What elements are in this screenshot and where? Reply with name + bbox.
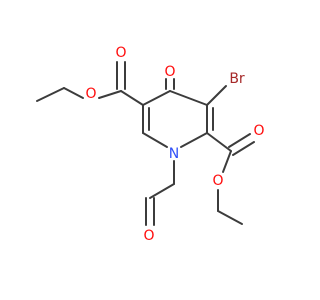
bond-ester1-ethyl <box>36 87 65 102</box>
bond-n1-c6 <box>142 132 168 148</box>
atom-o-ester2-ether: O <box>212 173 223 189</box>
bond-c4-c3 <box>169 90 208 106</box>
bond-ester1-o-ether <box>98 90 122 99</box>
atom-o-ester2-carbonyl: O <box>253 123 264 139</box>
atom-labels: O Br N O O O O O <box>85 45 264 244</box>
bond-ester2-o-double-b <box>232 141 255 156</box>
atom-o-ketone: O <box>164 64 175 80</box>
atom-o-ester1-carbonyl: O <box>115 45 126 61</box>
molecule-structure: O Br N O O O O O <box>36 45 265 244</box>
bond-lines <box>36 61 255 226</box>
bond-ester2-o-ether <box>222 150 232 173</box>
bond-ester2-ethyl <box>217 210 243 225</box>
atom-o-aldehyde: O <box>143 228 154 244</box>
bond-c5-ester1 <box>120 90 144 106</box>
bond-ester1-o-ch2 <box>63 87 84 99</box>
bond-c5-c4 <box>142 90 171 106</box>
atom-br: Br <box>229 71 245 87</box>
bond-c2-n1 <box>180 132 208 148</box>
bond-ester2-o-double-a <box>228 133 251 148</box>
atom-n-ring: N <box>169 146 179 162</box>
bond-c3-br <box>206 85 227 106</box>
bond-c2-ester2 <box>206 132 232 152</box>
atom-o-ester1-ether: O <box>85 86 96 102</box>
bond-ch2-cho <box>149 183 175 199</box>
